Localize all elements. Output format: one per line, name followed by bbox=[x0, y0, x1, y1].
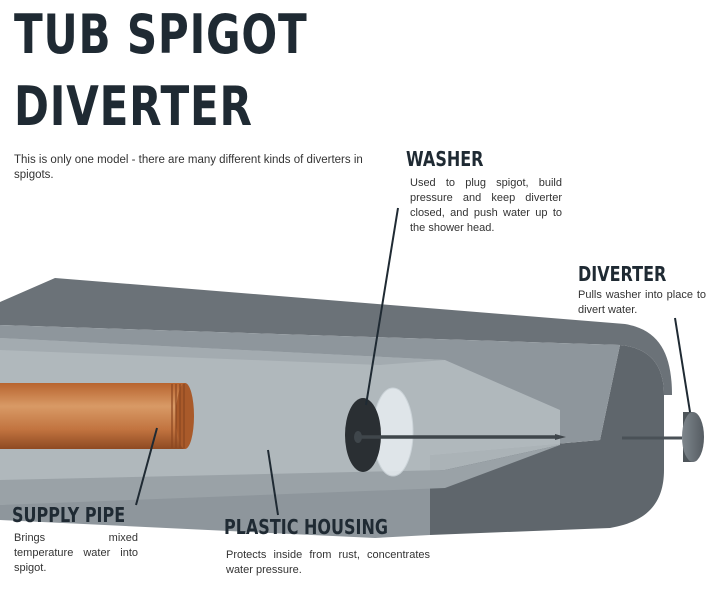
subtitle: This is only one model - there are many … bbox=[14, 154, 363, 181]
housing-elbow bbox=[430, 345, 664, 535]
page-title-line-1: TUB SPIGOT bbox=[14, 3, 308, 66]
diverter-leader-line bbox=[674, 317, 691, 413]
supply-pipe-threads bbox=[171, 384, 185, 448]
washer bbox=[345, 398, 381, 472]
washer-description: Used to plug spigot, build pressure and … bbox=[410, 177, 562, 234]
plastic-housing-description: Protects inside from rust, concentrates … bbox=[226, 549, 430, 576]
diverter-rod-tip bbox=[555, 434, 566, 440]
housing-inner-shade bbox=[0, 338, 445, 365]
diverter-rod-head bbox=[354, 431, 362, 443]
supply-pipe-leader-line bbox=[135, 427, 158, 506]
supply-pipe-end bbox=[176, 383, 194, 449]
diverter-knob bbox=[682, 412, 704, 462]
plastic-housing-heading: PLASTIC HOUSING bbox=[224, 515, 388, 539]
housing-leader-line bbox=[267, 449, 279, 516]
page-title-line-2: DIVERTER bbox=[14, 75, 253, 138]
diverter-description: Pulls washer into place to divert water. bbox=[578, 289, 706, 316]
housing-inner-channel bbox=[0, 338, 560, 505]
washer-leader-line bbox=[365, 207, 399, 406]
diverter-heading: DIVERTER bbox=[578, 262, 667, 286]
supply-pipe bbox=[0, 383, 185, 449]
supply-pipe-description: Brings mixed temperature water into spig… bbox=[14, 532, 138, 574]
housing-top-face bbox=[0, 278, 672, 395]
supply-pipe-heading: SUPPLY PIPE bbox=[12, 503, 126, 527]
washer-heading: WASHER bbox=[406, 147, 484, 171]
